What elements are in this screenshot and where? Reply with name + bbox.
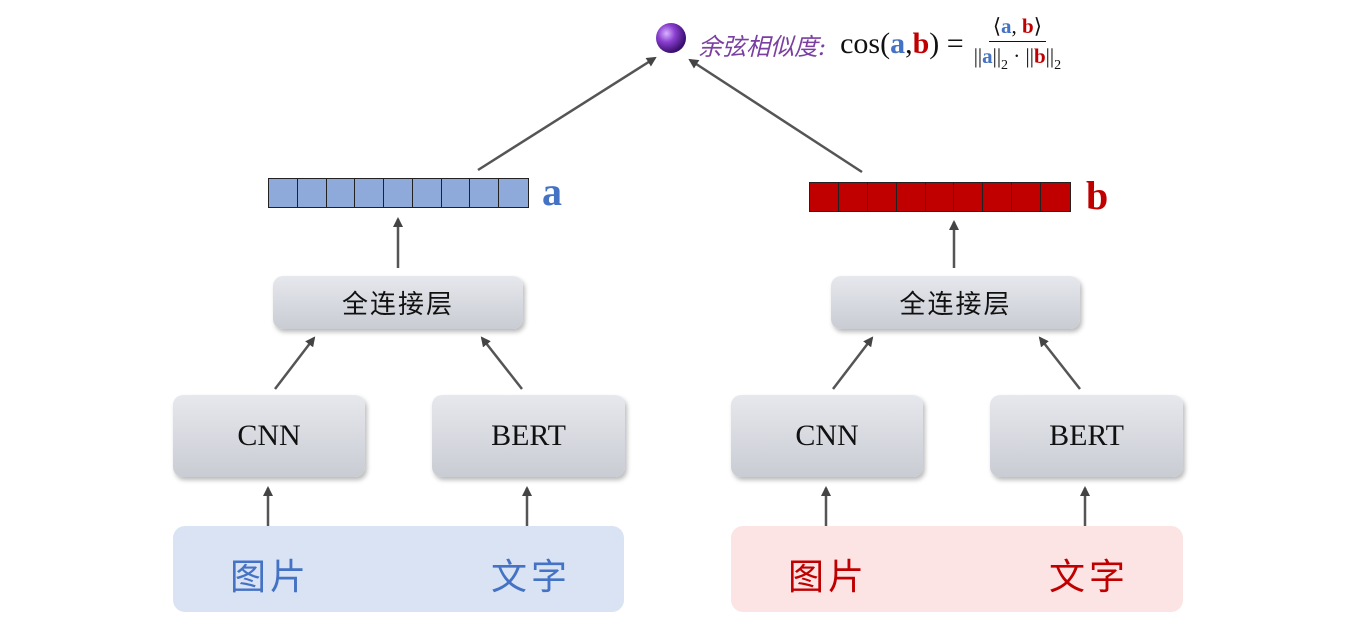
input-image-left: 图片 [230,557,311,598]
vector-cell [1041,183,1070,211]
vector-cell [269,179,298,207]
arrow-cnn-to-fc-right [832,336,874,390]
bert-encoder-right: BERT [990,395,1183,477]
vector-cell [954,183,984,211]
formula-comma: , [905,27,913,60]
formula-a: a [890,27,906,60]
formula-fraction: ⟨a, b⟩ ||a||2 · ||b||2 [974,14,1061,74]
vector-cell [384,179,413,207]
cosine-formula: cos( a , b ) = ⟨a, b⟩ ||a||2 · ||b||2 [840,14,1061,74]
cnn-encoder-right: CNN [731,395,923,477]
vector-cell [442,179,471,207]
vector-cell [327,179,356,207]
formula-numerator: ⟨a, b⟩ [988,14,1046,42]
vector-cell [897,183,926,211]
vector-cell [413,179,442,207]
input-panel-right [731,526,1183,612]
fc-layer-left: 全连接层 [273,276,523,329]
vector-cell [810,183,839,211]
vector-cell [470,179,500,207]
vector-b [809,182,1071,212]
formula-cos: cos( [840,27,891,60]
bert-encoder-left: BERT [432,395,625,477]
arrow-bert-to-fc-left [480,336,523,390]
arrow-cnn-to-fc-left [274,336,316,390]
input-panel-left [173,526,624,612]
vector-a [268,178,529,208]
vector-cell [983,183,1013,211]
vector-b-label: b [1086,173,1109,218]
vector-cell [839,183,868,211]
formula-equals: ) = [929,27,964,60]
fc-layer-right: 全连接层 [831,276,1080,329]
similarity-formula: 余弦相似度: cos( a , b ) = ⟨a, b⟩ ||a||2 · ||… [698,14,1061,74]
formula-denominator: ||a||2 · ||b||2 [973,44,1062,73]
formula-b: b [912,27,930,60]
input-text-left: 文字 [491,557,572,598]
arrow-bert-to-fc-right [1038,336,1081,390]
input-text-right: 文字 [1049,557,1130,598]
vector-cell [499,179,528,207]
vector-cell [355,179,385,207]
input-image-right: 图片 [788,557,869,598]
arrow-vector-b-to-similarity [688,58,863,174]
arrow-vector-a-to-similarity [477,56,657,172]
vector-cell [1012,183,1041,211]
vector-cell [298,179,327,207]
similarity-node [656,23,686,53]
vector-cell [868,183,897,211]
cnn-encoder-left: CNN [173,395,365,477]
vector-a-label: a [542,169,562,214]
vector-cell [926,183,955,211]
similarity-label: 余弦相似度: [698,32,827,61]
